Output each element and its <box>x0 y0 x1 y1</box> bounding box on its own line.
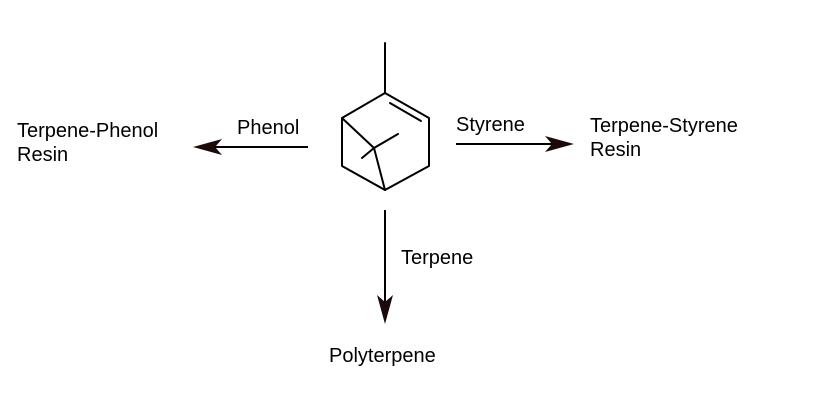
bridge-bond-bottom <box>373 147 386 191</box>
product-terpene-phenol-resin: Terpene-Phenol Resin <box>17 119 158 167</box>
arrow-right-head <box>545 136 574 152</box>
pinene-molecule <box>341 42 430 191</box>
arrow-down-head <box>377 295 393 324</box>
ring-double-bond <box>389 102 422 122</box>
arrow-down <box>377 210 393 324</box>
product-right-line-1: Terpene-Styrene <box>590 115 738 137</box>
arrow-left <box>193 139 308 155</box>
product-right-line-2: Resin <box>590 139 642 161</box>
arrow-left-head <box>193 139 222 155</box>
product-polyterpene: Polyterpene <box>329 345 436 367</box>
product-terpene-styrene-resin: Terpene-Styrene Resin <box>590 114 738 162</box>
bridge-bond-left <box>341 117 375 149</box>
reagent-styrene: Styrene <box>456 114 525 136</box>
reagent-phenol: Phenol <box>237 117 300 139</box>
product-left-line-1: Terpene-Phenol <box>17 120 159 142</box>
gem-dimethyl-bond-b <box>361 147 375 159</box>
gem-dimethyl-bond-a <box>373 133 399 149</box>
product-left-line-2: Resin <box>17 144 69 166</box>
reagent-terpene: Terpene <box>401 247 474 269</box>
arrow-right <box>456 136 574 152</box>
